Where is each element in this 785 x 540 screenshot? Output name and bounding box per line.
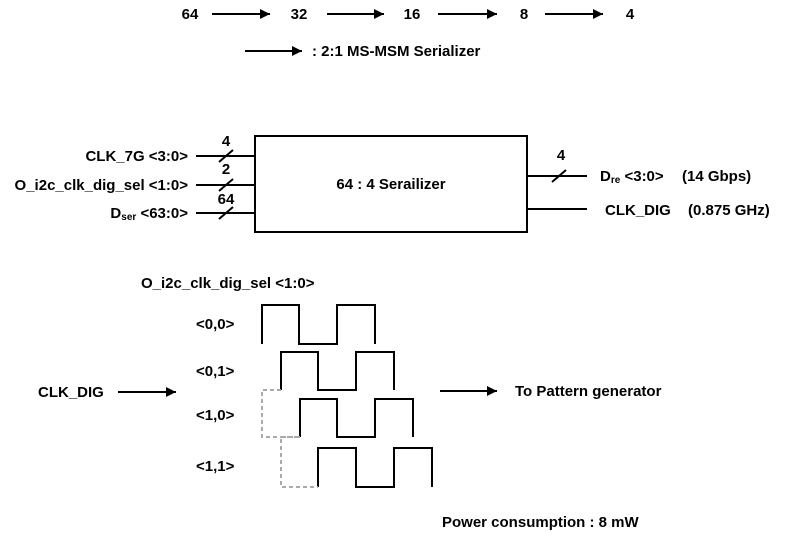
input-label-clk7g: CLK_7G <3:0> (85, 148, 188, 165)
output-label-dre: Dre <3:0> (600, 168, 664, 186)
bus-width-dre: 4 (557, 147, 566, 164)
clock-output-label: To Pattern generator (515, 383, 662, 400)
legend-label: : 2:1 MS-MSM Serializer (312, 43, 481, 60)
bus-slash (218, 206, 234, 220)
phase-label: <0,1> (196, 363, 235, 380)
clock-input-label: CLK_DIG (38, 384, 104, 401)
phase-label: <1,0> (196, 407, 235, 424)
chain-stage: 8 (520, 6, 528, 23)
bus-width-clksel: 2 (222, 161, 230, 178)
input-label-clksel: O_i2c_clk_dig_sel <1:0> (15, 177, 189, 194)
bus-width-clk7g: 4 (222, 133, 231, 150)
serializer-chain: 64 32 16 8 4 : 2:1 MS-MSM Serializer (182, 6, 635, 60)
clock-waveform-00 (261, 304, 376, 345)
serializer-block-diagram: 64 : 4 Serailizer CLK_7G <3:0> 4 O_i2c_c… (15, 133, 770, 233)
block-title: 64 : 4 Serailizer (336, 176, 445, 193)
input-label-dser: Dser <63:0> (110, 205, 188, 223)
clock-waveform-01 (280, 351, 395, 391)
clock-waveform-11 (317, 447, 433, 488)
bus-slash (218, 178, 234, 192)
bus-slash (218, 149, 234, 163)
phase-delay-dashed (261, 389, 300, 438)
power-consumption: Power consumption : 8 mW (442, 514, 640, 531)
chain-stage: 16 (404, 6, 421, 23)
bus-width-dser: 64 (218, 191, 235, 208)
phase-label: <0,0> (196, 316, 235, 333)
chain-stage: 32 (291, 6, 308, 23)
chain-stage: 4 (626, 6, 635, 23)
phase-label: <1,1> (196, 458, 235, 475)
chain-stage: 64 (182, 6, 199, 23)
output-note-clkdig: (0.875 GHz) (688, 202, 770, 219)
clock-select-header: O_i2c_clk_dig_sel <1:0> (141, 275, 315, 292)
clock-waveform-10 (299, 398, 414, 438)
bus-slash (551, 169, 567, 183)
phase-delay-dashed (280, 436, 318, 488)
output-label-clkdig: CLK_DIG (605, 202, 671, 219)
clock-select-section: O_i2c_clk_dig_sel <1:0> <0,0> <0,1> <1,0… (38, 275, 662, 488)
output-note-dre: (14 Gbps) (682, 168, 751, 185)
